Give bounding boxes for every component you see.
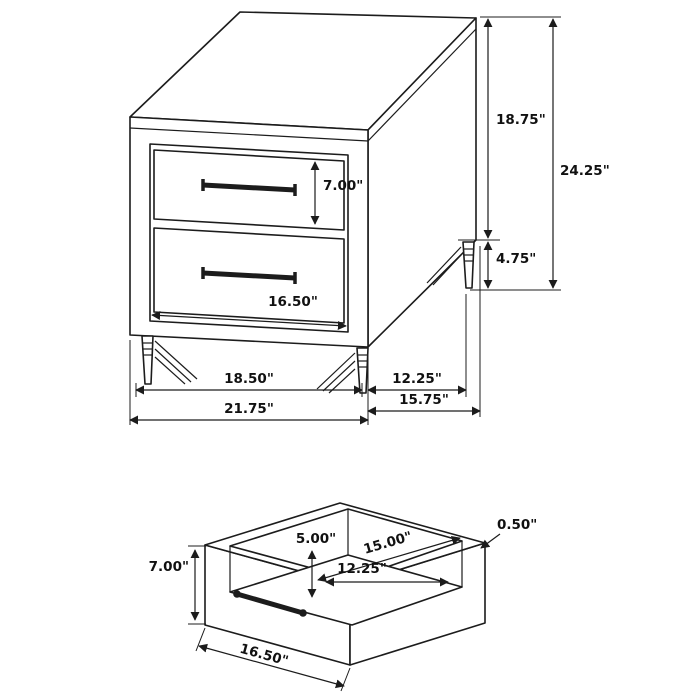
dim-leg-span-width: 18.50" [135, 371, 363, 395]
dim-case-height: 18.75" [483, 18, 546, 239]
drawer-body [204, 502, 486, 666]
dim-interior-width: 12.25" [325, 561, 449, 587]
front-right-leg [316, 347, 369, 394]
dim-interior-width-label: 12.25" [337, 561, 387, 577]
nightstand-drawing: 7.00" 18.75" 24.25" 4.75" 16.50" 18.50" … [129, 11, 610, 425]
dim-overall-depth-label: 15.75" [399, 392, 449, 408]
dim-overall-depth: 15.75" [367, 392, 481, 416]
dim-interior-height-label: 5.00" [296, 531, 336, 547]
dim-drawer-width: 16.50" [151, 294, 347, 331]
back-right-leg [426, 241, 475, 289]
dim-leg-height: 4.75" [483, 241, 536, 289]
dim-drawer-width-label: 16.50" [268, 294, 318, 310]
drawer-handle [233, 590, 307, 617]
dim-front-height: 7.00" [149, 549, 200, 621]
dim-drawer-height: 7.00" [310, 161, 363, 225]
dim-overall-height-label: 24.25" [560, 163, 610, 179]
front-left-leg [141, 335, 198, 385]
dim-leg-height-label: 4.75" [496, 251, 536, 267]
top-band-front [129, 127, 369, 142]
dim-drawer-height-label: 7.00" [323, 178, 363, 194]
nightstand-body [129, 11, 477, 394]
dim-case-height-label: 18.75" [496, 112, 546, 128]
top-band-side [367, 28, 477, 142]
drawer-bottom-handle [201, 267, 297, 284]
dim-front-height-label: 7.00" [149, 559, 189, 575]
dim-leg-span-depth: 12.25" [367, 371, 467, 395]
dim-panel-thickness-label: 0.50" [497, 517, 537, 533]
dim-leg-span-width-label: 18.50" [224, 371, 274, 387]
drawer-drawing: 7.00" 5.00" 15.00" 12.25" 0.50" 16.50" [149, 502, 537, 692]
dim-panel-thickness: 0.50" [480, 517, 537, 549]
dim-overall-width-label: 21.75" [224, 401, 274, 417]
drawer-top-handle [201, 179, 297, 196]
dim-overall-height: 24.25" [548, 18, 610, 289]
dim-overall-width: 21.75" [129, 401, 369, 425]
dim-leg-span-depth-label: 12.25" [392, 371, 442, 387]
